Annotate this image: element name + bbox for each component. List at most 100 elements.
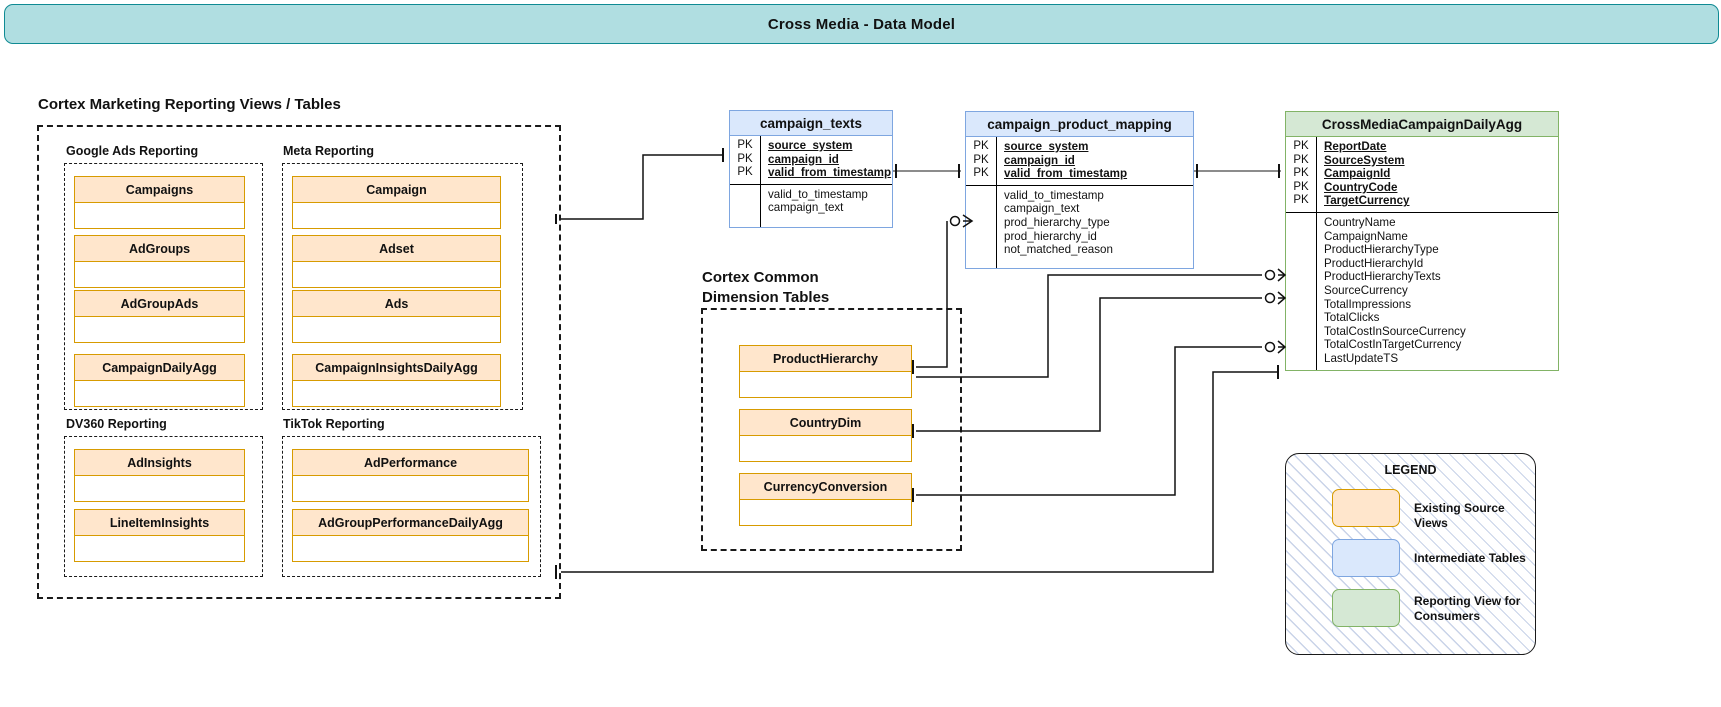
key-field: campaign_id — [768, 152, 839, 166]
er-table-cross-media-campaign-daily-agg-title: CrossMediaCampaignDailyAgg — [1286, 112, 1558, 137]
field: valid_to_timestamp — [768, 187, 868, 201]
entity-currencyconversion[interactable]: CurrencyConversion — [739, 473, 912, 526]
entity-campaigndailyagg-title: CampaignDailyAgg — [75, 355, 244, 381]
entity-adset[interactable]: Adset — [292, 235, 501, 288]
er-table-campaign-texts-keys: source_system campaign_id valid_from_tim… — [761, 136, 892, 184]
er-table-cross-media-keys: ReportDate SourceSystem CampaignId Count… — [1317, 137, 1558, 212]
er-table-cross-media-fields: CountryName CampaignName ProductHierarch… — [1317, 213, 1558, 370]
er-table-campaign-texts[interactable]: campaign_texts PK PK PK source_system ca… — [729, 110, 893, 228]
entity-lineiteminsights-body — [75, 536, 244, 561]
field: campaign_text — [768, 201, 844, 215]
entity-adperformance[interactable]: AdPerformance — [292, 449, 529, 502]
er-table-campaign-product-mapping[interactable]: campaign_product_mapping PK PK PK source… — [965, 111, 1194, 269]
entity-producthierarchy[interactable]: ProductHierarchy — [739, 345, 912, 398]
entity-adgroupperformancedailyagg-body — [293, 536, 528, 561]
pk-marker: PK — [1293, 180, 1309, 193]
entity-campaigninsightsdailyagg[interactable]: CampaignInsightsDailyAgg — [292, 354, 501, 407]
er-table-campaign-product-mapping-title: campaign_product_mapping — [966, 112, 1193, 137]
key-field: ReportDate — [1324, 140, 1387, 153]
entity-countrydim[interactable]: CountryDim — [739, 409, 912, 462]
reporting-views-container — [37, 125, 561, 599]
field: TotalCostInSourceCurrency — [1324, 324, 1466, 338]
entity-adgroupads-body — [75, 317, 244, 342]
legend-label-intermediate-tables: Intermediate Tables — [1414, 551, 1526, 565]
legend-swatch-intermediate-tables — [1332, 539, 1400, 577]
entity-countrydim-title: CountryDim — [740, 410, 911, 436]
entity-campaigninsightsdailyagg-body — [293, 381, 500, 406]
entity-adinsights[interactable]: AdInsights — [74, 449, 245, 502]
field: ProductHierarchyTexts — [1324, 270, 1441, 284]
key-field: campaign_id — [1004, 153, 1075, 167]
entity-campaigns[interactable]: Campaigns — [74, 176, 245, 229]
group-label-dv360: DV360 Reporting — [66, 417, 167, 431]
group-label-meta: Meta Reporting — [283, 144, 374, 158]
section-title-reporting-views: Cortex Marketing Reporting Views / Table… — [38, 96, 341, 113]
key-field: source_system — [768, 139, 853, 152]
er-table-cross-media-blank-col — [1286, 212, 1317, 370]
field: ProductHierarchyId — [1324, 256, 1424, 270]
pk-marker: PK — [1293, 140, 1309, 152]
legend-swatch-existing-source-views — [1332, 489, 1400, 527]
entity-adgroupperformancedailyagg-title: AdGroupPerformanceDailyAgg — [293, 510, 528, 536]
group-label-tiktok: TikTok Reporting — [283, 417, 385, 431]
field: CountryName — [1324, 215, 1396, 229]
pk-marker: PK — [973, 167, 989, 180]
entity-adgroups[interactable]: AdGroups — [74, 235, 245, 288]
entity-campaigninsightsdailyagg-title: CampaignInsightsDailyAgg — [293, 355, 500, 381]
key-field: SourceSystem — [1324, 153, 1405, 167]
entity-adgroupads[interactable]: AdGroupAds — [74, 290, 245, 343]
field: ProductHierarchyType — [1324, 243, 1439, 257]
field: SourceCurrency — [1324, 283, 1408, 297]
legend-label-existing-source-views: Existing Source Views — [1414, 501, 1505, 530]
pk-marker: PK — [973, 140, 989, 152]
field: LastUpdateTS — [1324, 351, 1399, 365]
entity-campaigns-body — [75, 203, 244, 228]
pk-marker: PK — [737, 139, 753, 151]
field: prod_hierarchy_type — [1004, 215, 1110, 229]
er-table-campaign-texts-fields: valid_to_timestamp campaign_text — [761, 185, 892, 227]
legend-title: LEGEND — [1384, 463, 1437, 477]
key-field: CountryCode — [1324, 180, 1398, 194]
entity-campaigndailyagg[interactable]: CampaignDailyAgg — [74, 354, 245, 407]
field: campaign_text — [1004, 202, 1080, 216]
entity-adperformance-body — [293, 476, 528, 501]
pk-marker: PK — [1293, 153, 1309, 166]
entity-currencyconversion-body — [740, 500, 911, 525]
key-field: source_system — [1004, 140, 1089, 153]
er-table-cross-media-pk-col: PK PK PK PK PK — [1286, 137, 1317, 212]
pk-marker: PK — [1293, 167, 1309, 180]
field: TotalImpressions — [1324, 297, 1411, 311]
er-table-campaign-product-mapping-pk-col: PK PK PK — [966, 137, 997, 185]
legend-box: LEGEND Existing Source Views Intermediat… — [1285, 453, 1536, 655]
entity-adgroups-body — [75, 262, 244, 287]
pk-marker: PK — [973, 153, 989, 166]
entity-meta-campaign-title: Campaign — [293, 177, 500, 203]
entity-meta-campaign[interactable]: Campaign — [292, 176, 501, 229]
entity-adgroupperformancedailyagg[interactable]: AdGroupPerformanceDailyAgg — [292, 509, 529, 562]
entity-adgroups-title: AdGroups — [75, 236, 244, 262]
entity-ads-title: Ads — [293, 291, 500, 317]
group-box-google-ads — [64, 163, 263, 410]
entity-adperformance-title: AdPerformance — [293, 450, 528, 476]
er-table-cross-media-campaign-daily-agg[interactable]: CrossMediaCampaignDailyAgg PK PK PK PK P… — [1285, 111, 1559, 371]
er-table-campaign-texts-title: campaign_texts — [730, 111, 892, 136]
entity-lineiteminsights-title: LineItemInsights — [75, 510, 244, 536]
entity-countrydim-body — [740, 436, 911, 461]
entity-producthierarchy-title: ProductHierarchy — [740, 346, 911, 372]
entity-lineiteminsights[interactable]: LineItemInsights — [74, 509, 245, 562]
key-field: valid_from_timestamp — [768, 166, 892, 180]
pk-marker: PK — [1293, 194, 1309, 207]
er-table-campaign-product-mapping-keys: source_system campaign_id valid_from_tim… — [997, 137, 1193, 185]
entity-ads[interactable]: Ads — [292, 290, 501, 343]
group-label-google-ads: Google Ads Reporting — [66, 144, 199, 158]
field: TotalClicks — [1324, 311, 1380, 325]
diagram-title: Cross Media - Data Model — [767, 15, 956, 33]
section-title-common-dimensions: Cortex Common Dimension Tables — [702, 269, 830, 306]
group-box-dv360 — [64, 436, 263, 577]
field: TotalCostInTargetCurrency — [1324, 338, 1462, 352]
entity-ads-body — [293, 317, 500, 342]
er-table-campaign-product-mapping-fields: valid_to_timestamp campaign_text prod_hi… — [997, 186, 1193, 268]
er-table-campaign-texts-blank-col — [730, 184, 761, 227]
key-field: CampaignId — [1324, 167, 1391, 181]
er-table-campaign-product-mapping-blank-col — [966, 185, 997, 268]
